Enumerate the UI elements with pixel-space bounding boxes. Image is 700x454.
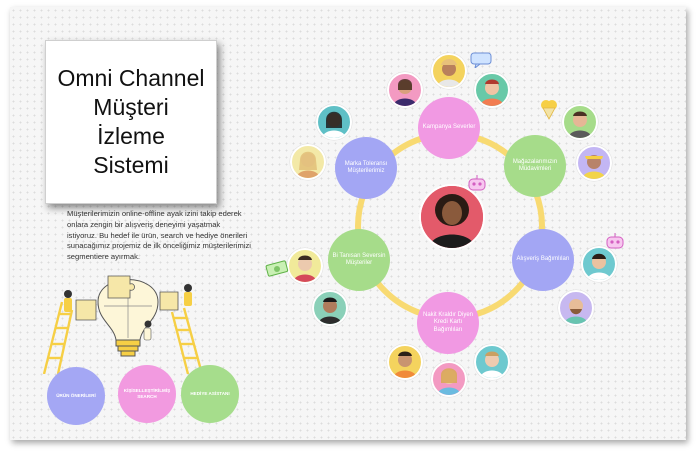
segment-shopping-addicts: Alışveriş Bağımlıları [512, 229, 574, 291]
person-avatar-icon [393, 351, 417, 378]
customer-avatar [558, 290, 594, 326]
person-avatar-icon [322, 111, 346, 138]
center-customer-photo [419, 184, 485, 250]
person-avatar-icon [587, 253, 611, 280]
person-avatar-icon [437, 368, 461, 395]
feature-label: HEDİYE ASİSTANI [190, 391, 230, 396]
customer-avatar [474, 72, 510, 108]
lightbulb-puzzle-illustration [42, 275, 204, 374]
robot-icon [468, 175, 486, 191]
feature-product-recommendations: ÜRÜN ÖNERİLERİ [47, 367, 105, 425]
customer-avatar [287, 248, 323, 284]
robot-icon [606, 233, 624, 249]
title-box: Omni Channel Müşteri İzleme Sistemi [45, 40, 217, 204]
segment-label: Marka Toleransı Müşterilerimiz [344, 160, 388, 174]
feature-label: ÜRÜN ÖNERİLERİ [56, 393, 96, 398]
feature-label: KİŞİSELLEŞTİRİLMİŞ SEARCH [123, 388, 171, 399]
person-avatar-icon [480, 79, 504, 106]
customer-avatar [431, 53, 467, 89]
money-icon [265, 260, 289, 277]
segment-brand-tolerance: Marka Toleransı Müşterilerimiz [335, 137, 397, 199]
person-avatar-icon [582, 155, 606, 179]
title-line-3: İzleme [97, 123, 165, 149]
customer-avatar [581, 246, 617, 282]
segment-label: Alışveriş Bağımlıları [516, 256, 570, 263]
customer-avatar [312, 290, 348, 326]
segment-store-regulars: Mağazalarımızın Müdavimleri [504, 135, 566, 197]
ice-cream-icon [541, 100, 557, 120]
segment-label: Kampanya Severler [422, 124, 476, 131]
person-avatar-icon [480, 351, 504, 378]
customer-avatar [474, 344, 510, 380]
person-avatar-icon [318, 297, 342, 324]
person-avatar-icon [293, 255, 317, 282]
customer-avatar [290, 144, 326, 180]
title-line-2: Müşteri [93, 94, 169, 120]
segment-label: Bi Tanısan Seversin Müşteriler [332, 252, 386, 266]
feature-gift-assistant: HEDİYE ASİSTANI [181, 365, 239, 423]
person-avatar-icon [437, 59, 461, 87]
customer-avatar [576, 145, 612, 181]
feature-personalized-search: KİŞİSELLEŞTİRİLMİŞ SEARCH [118, 365, 176, 423]
project-description: Müşterilerimizin online-offline ayak izi… [67, 209, 251, 262]
segment-label: Mağazalarımızın Müdavimleri [512, 158, 558, 172]
customer-avatar [387, 344, 423, 380]
person-avatar-icon [568, 111, 592, 138]
person-avatar-icon [421, 186, 483, 248]
segment-get-to-know-customers: Bi Tanısan Seversin Müşteriler [328, 229, 390, 291]
segment-label: Nakit Kraldır Diyen Kredi Kartı Bağımlıl… [422, 311, 473, 333]
title-line-1: Omni Channel [57, 65, 205, 91]
customer-avatar [562, 104, 598, 140]
person-avatar-icon [564, 299, 588, 324]
customer-avatar [387, 72, 423, 108]
customer-avatar [431, 361, 467, 397]
person-avatar-icon [393, 79, 417, 106]
chat-bubble-icon [470, 52, 492, 68]
customer-avatar [316, 104, 352, 140]
segment-campaign-lovers: Kampanya Severler [418, 97, 480, 159]
title-line-4: Sistemi [93, 152, 169, 178]
segment-credit-card-users: Nakit Kraldır Diyen Kredi Kartı Bağımlıl… [417, 292, 479, 354]
person-avatar-icon [296, 151, 320, 178]
